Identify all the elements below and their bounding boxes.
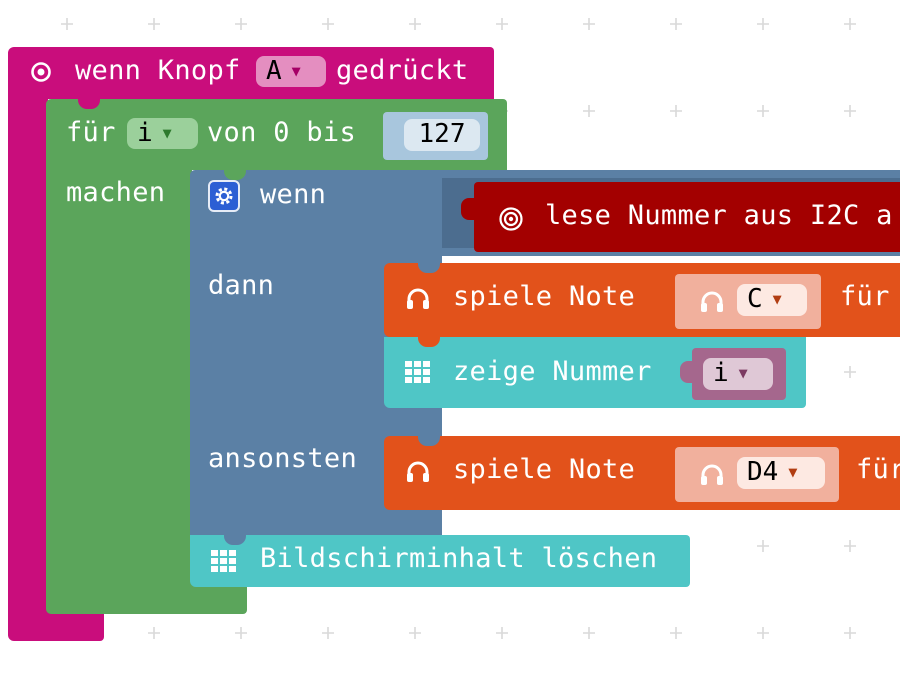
for-loop-body — [46, 165, 192, 585]
target-icon — [30, 61, 52, 87]
play-note-label: spiele Note — [453, 454, 636, 485]
to-value-text: 127 — [418, 119, 466, 149]
play-note-1-notch — [418, 263, 440, 273]
headphones-icon — [405, 287, 431, 315]
note-dropdown-2-value: D4 — [747, 457, 779, 487]
number-variable-plug — [680, 361, 696, 383]
dropdown-arrow-icon: ▼ — [772, 290, 782, 308]
gear-icon[interactable] — [208, 180, 240, 212]
note-duration-label: für — [856, 454, 900, 485]
do-label: machen — [66, 177, 166, 208]
headphones-icon — [405, 460, 431, 488]
if-top-notch — [224, 170, 246, 180]
clear-screen-block[interactable] — [190, 535, 690, 587]
note-dropdown-1[interactable]: C▼ — [737, 284, 807, 316]
event-label-before: wenn Knopf — [75, 55, 241, 86]
for-loop-top-notch — [78, 99, 100, 109]
dropdown-arrow-icon: ▼ — [788, 463, 798, 481]
grid-icon — [211, 550, 237, 576]
dropdown-arrow-icon: ▼ — [291, 62, 301, 80]
i2c-read-plug — [461, 198, 477, 220]
i2c-read-block[interactable] — [474, 182, 900, 252]
headphones-icon — [699, 463, 725, 491]
show-number-notch — [418, 337, 440, 347]
loop-variable-dropdown[interactable]: i▼ — [127, 118, 198, 149]
event-block-button-pressed[interactable] — [8, 47, 494, 99]
show-number-label: zeige Nummer — [453, 356, 652, 387]
loop-variable-value: i — [137, 118, 153, 148]
grid-icon — [405, 361, 431, 387]
headphones-icon — [699, 290, 725, 318]
dropdown-arrow-icon: ▼ — [162, 124, 172, 142]
clear-screen-notch — [224, 535, 246, 545]
for-range-label: von 0 bis — [207, 117, 356, 148]
event-label-after: gedrückt — [336, 55, 469, 86]
for-label: für — [66, 117, 116, 148]
i2c-read-label: lese Nummer aus I2C a — [545, 200, 893, 231]
button-dropdown-value: A — [266, 56, 282, 86]
number-variable-dropdown[interactable]: i▼ — [703, 358, 773, 390]
then-label: dann — [208, 270, 275, 301]
for-loop-footer — [46, 585, 247, 614]
number-variable-value: i — [713, 358, 729, 388]
else-label: ansonsten — [208, 443, 357, 474]
target-icon — [498, 206, 524, 236]
clear-screen-label: Bildschirminhalt löschen — [260, 543, 658, 574]
play-note-2-notch — [418, 436, 440, 446]
note-dropdown-2[interactable]: D4 ▼ — [737, 457, 825, 489]
event-block-body — [8, 96, 48, 611]
note-dropdown-1-value: C — [747, 284, 763, 314]
button-dropdown[interactable]: A▼ — [256, 56, 326, 87]
to-value-input[interactable]: 127 — [404, 119, 480, 151]
note-duration-label: für — [840, 281, 890, 312]
play-note-label: spiele Note — [453, 281, 636, 312]
dropdown-arrow-icon: ▼ — [738, 364, 748, 382]
if-label: wenn — [260, 179, 327, 210]
